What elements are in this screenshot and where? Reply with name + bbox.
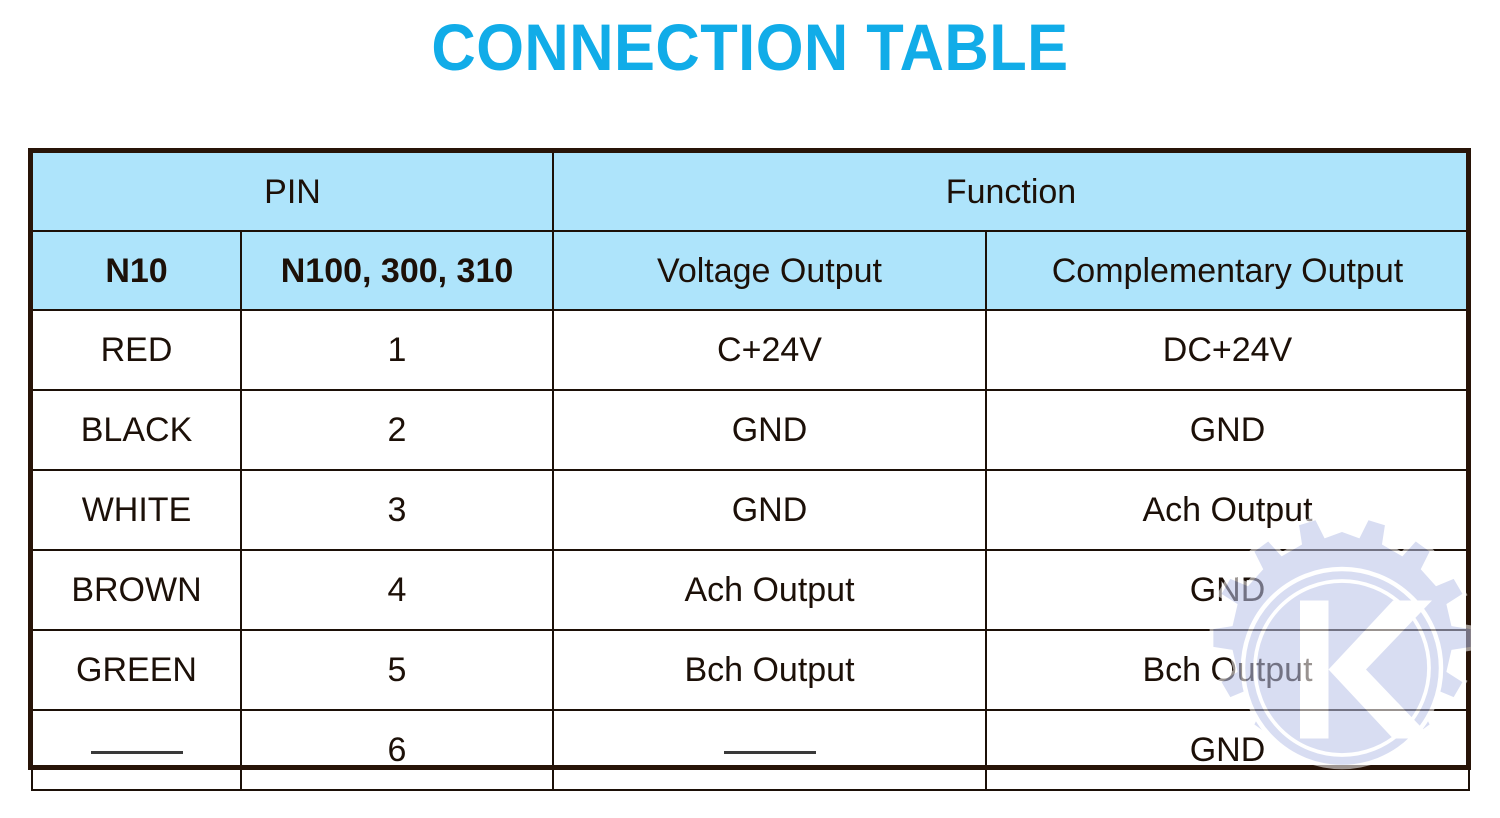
cell-pin: 6: [240, 709, 554, 791]
cell-n10: RED: [31, 309, 242, 391]
connection-table: PIN Function N10 N100, 300, 310 Voltage …: [31, 151, 1470, 791]
column-header-n10: N10: [31, 230, 242, 311]
cell-n10: BROWN: [31, 549, 242, 631]
empty-dash-icon: [723, 750, 816, 754]
table-row: BROWN 4 Ach Output GND: [31, 549, 1470, 631]
group-header-function: Function: [552, 151, 1470, 232]
cell-voltage-output: Ach Output: [552, 549, 987, 631]
cell-pin: 2: [240, 389, 554, 471]
cell-pin: 3: [240, 469, 554, 551]
cell-complementary-output: Bch Output: [985, 629, 1470, 711]
table-column-header-row: N10 N100, 300, 310 Voltage Output Comple…: [31, 230, 1470, 311]
table-row: GREEN 5 Bch Output Bch Output: [31, 629, 1470, 711]
cell-complementary-output: DC+24V: [985, 309, 1470, 391]
page-title: CONNECTION TABLE: [431, 10, 1069, 84]
cell-pin: 4: [240, 549, 554, 631]
cell-pin: 5: [240, 629, 554, 711]
cell-voltage-output: C+24V: [552, 309, 987, 391]
empty-dash-icon: [90, 750, 183, 754]
group-header-pin: PIN: [31, 151, 554, 232]
cell-pin: 1: [240, 309, 554, 391]
cell-n10: BLACK: [31, 389, 242, 471]
cell-n10: GREEN: [31, 629, 242, 711]
cell-n10: WHITE: [31, 469, 242, 551]
cell-complementary-output: GND: [985, 389, 1470, 471]
connection-table-container: PIN Function N10 N100, 300, 310 Voltage …: [28, 148, 1471, 791]
cell-n10: [31, 709, 242, 791]
table-row: WHITE 3 GND Ach Output: [31, 469, 1470, 551]
column-header-voltage-output: Voltage Output: [552, 230, 987, 311]
cell-complementary-output: Ach Output: [985, 469, 1470, 551]
column-header-n100-300-310: N100, 300, 310: [240, 230, 554, 311]
table-row: RED 1 C+24V DC+24V: [31, 309, 1470, 391]
table-row: 6 GND: [31, 709, 1470, 791]
cell-voltage-output: GND: [552, 469, 987, 551]
cell-voltage-output: GND: [552, 389, 987, 471]
cell-complementary-output: GND: [985, 549, 1470, 631]
table-group-header-row: PIN Function: [31, 151, 1470, 232]
cell-voltage-output: [552, 709, 987, 791]
cell-voltage-output: Bch Output: [552, 629, 987, 711]
column-header-complementary-output: Complementary Output: [985, 230, 1470, 311]
table-row: BLACK 2 GND GND: [31, 389, 1470, 471]
cell-complementary-output: GND: [985, 709, 1470, 791]
